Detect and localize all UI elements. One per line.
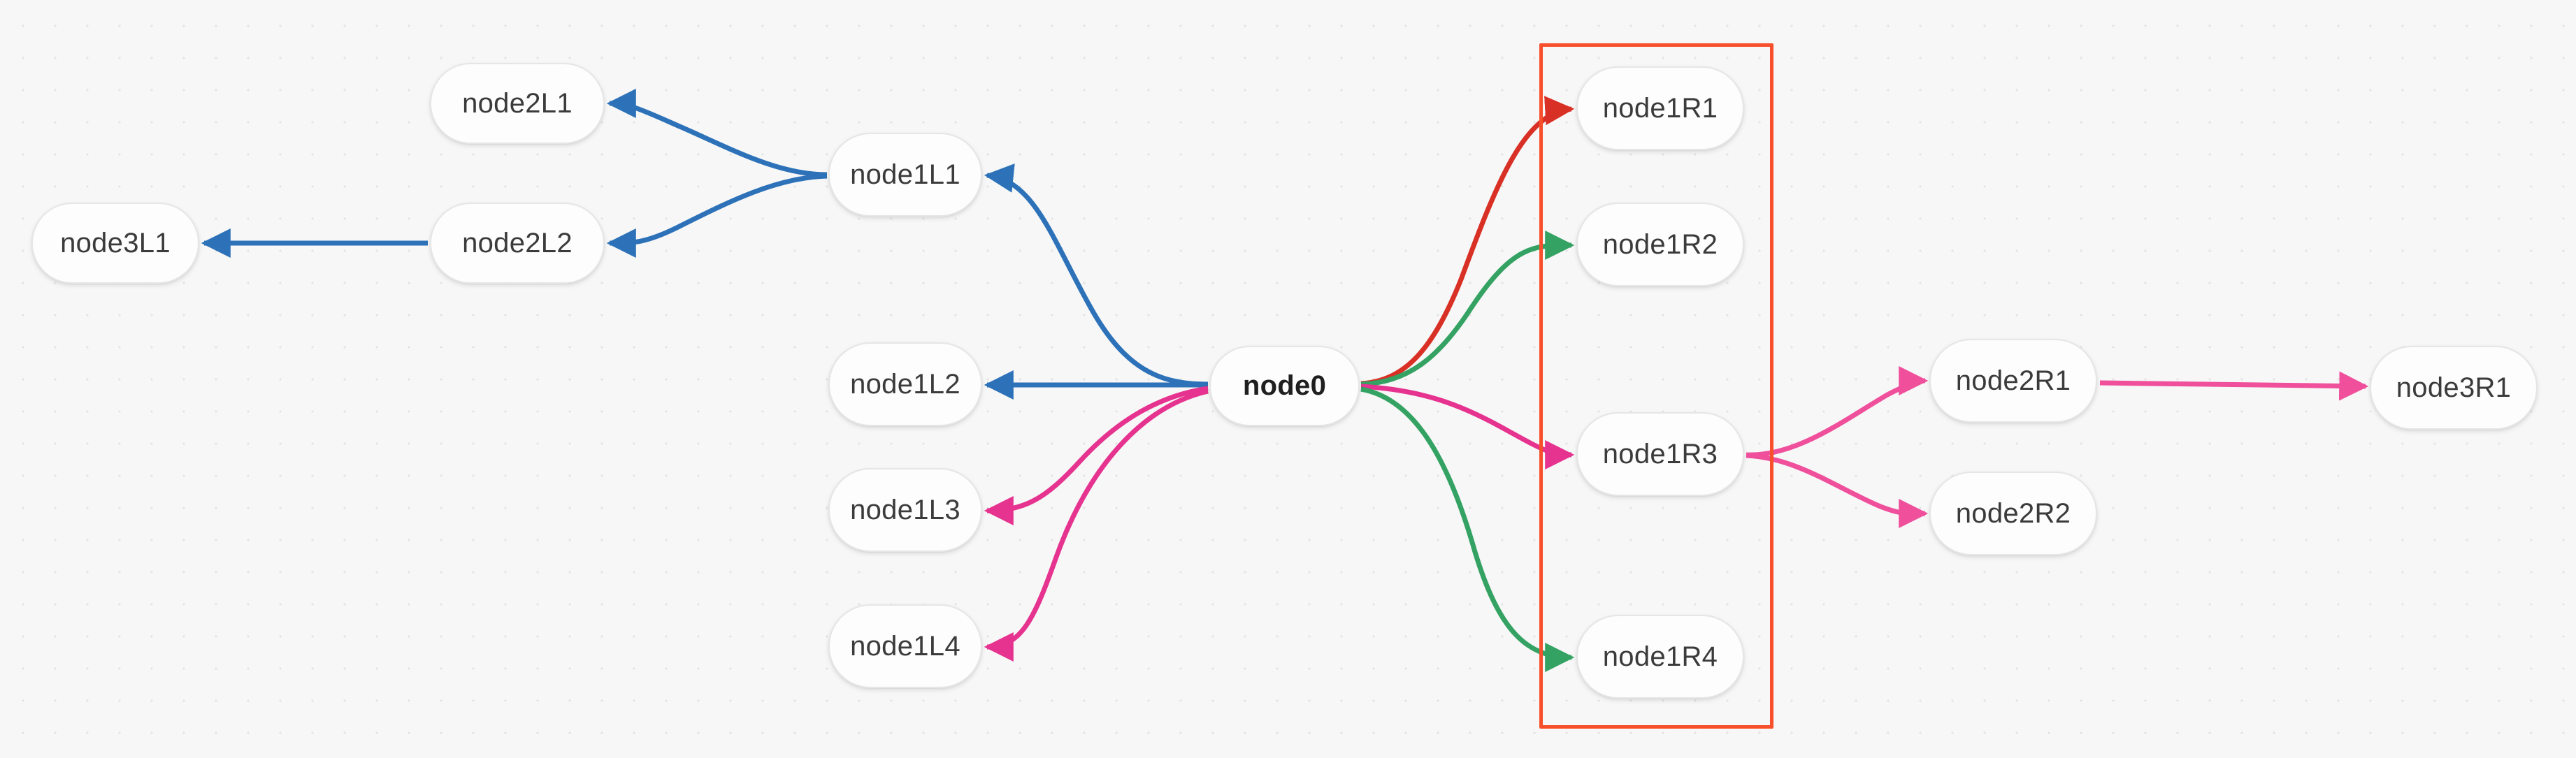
node-label: node1R4	[1602, 641, 1718, 672]
node-label: node2R2	[1955, 497, 2071, 529]
node-node2L1[interactable]: node2L1	[430, 63, 605, 144]
node-label: node1R3	[1602, 438, 1718, 469]
node-node3R1[interactable]: node3R1	[2370, 346, 2538, 430]
edge-node0-node1L1	[984, 163, 1209, 387]
node-label: node2L1	[462, 87, 573, 119]
node-node1L3[interactable]: node1L3	[828, 468, 982, 552]
node-node2R1[interactable]: node2R1	[1929, 339, 2097, 423]
node-label: node3L1	[60, 227, 171, 258]
node-label: node1L3	[850, 494, 960, 525]
edge-node2R1-node3R1	[2099, 371, 2369, 401]
node-label: node1L4	[850, 630, 960, 662]
node-node1R3[interactable]: node1R3	[1576, 412, 1744, 496]
node-node1L1[interactable]: node1L1	[828, 133, 982, 217]
node-label: node1R2	[1602, 228, 1718, 260]
node-label: node1L2	[850, 368, 960, 400]
node-label: node2L2	[462, 227, 573, 258]
edge-node1L1-node2L1	[606, 89, 828, 177]
node-node1L4[interactable]: node1L4	[828, 604, 982, 688]
node-label: node1L1	[850, 159, 960, 190]
node-node1R1[interactable]: node1R1	[1576, 66, 1744, 150]
node-label: node2R1	[1955, 365, 2071, 396]
node-node2L2[interactable]: node2L2	[430, 203, 605, 284]
edge-node0-node1L3	[984, 386, 1209, 525]
node-node1L2[interactable]: node1L2	[828, 342, 982, 426]
node-label: node0	[1242, 370, 1327, 401]
edge-node1L1-node2L2	[606, 173, 828, 258]
node-node1R4[interactable]: node1R4	[1576, 615, 1744, 699]
node-label: node3R1	[2396, 372, 2512, 403]
node-node3L1[interactable]: node3L1	[31, 203, 199, 284]
node-node2R2[interactable]: node2R2	[1929, 472, 2097, 555]
node-node0[interactable]: node0	[1209, 346, 1360, 426]
node-label: node1R1	[1602, 92, 1718, 124]
node-node1R2[interactable]: node1R2	[1576, 203, 1744, 286]
edge-node0-node1L4	[984, 388, 1209, 662]
